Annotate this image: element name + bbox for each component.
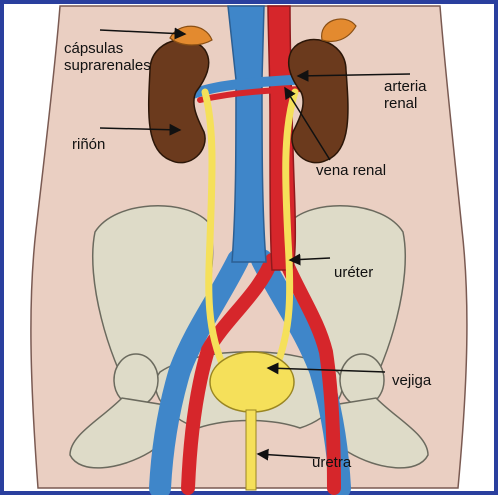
bladder [210,352,294,412]
label-uretra-text: uretra [312,454,351,471]
label-rinon-text: riñón [72,136,105,153]
label-ureter-text: uréter [334,264,373,281]
label-vena-renal: vena renal [316,162,386,179]
label-arteria-line2: renal [384,95,427,112]
label-uretra: uretra [312,454,351,471]
label-capsulas-line2: suprarenales [64,57,151,74]
label-vejiga-text: vejiga [392,372,431,389]
label-arteria-line1: arteria [384,78,427,95]
label-rinon: riñón [72,136,105,153]
urethra [246,410,256,490]
label-capsulas-line1: cápsulas [64,40,151,57]
label-capsulas-suprarenales: cápsulas suprarenales [64,40,151,74]
label-ureter: uréter [334,264,373,281]
label-arteria-renal: arteria renal [384,78,427,112]
label-vena-renal-text: vena renal [316,162,386,179]
label-vejiga: vejiga [392,372,431,389]
